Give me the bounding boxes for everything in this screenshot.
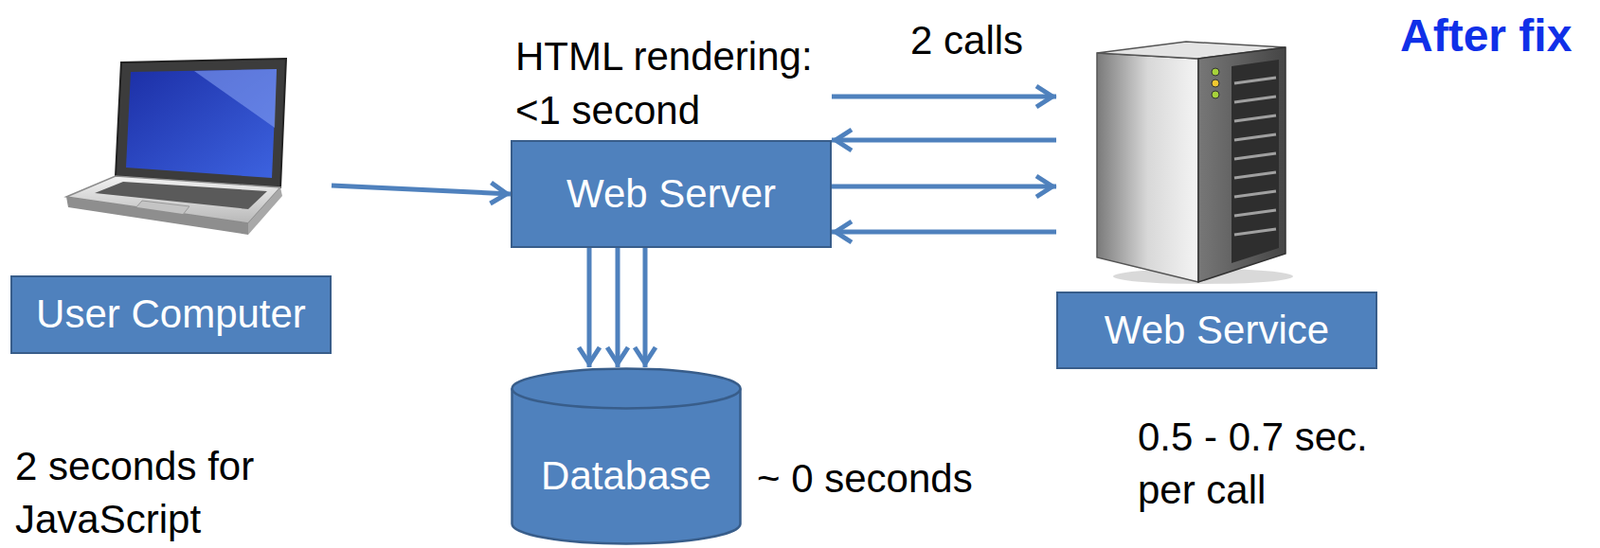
node-label: User Computer [35, 290, 306, 339]
calls-note: 2 calls [910, 13, 1024, 69]
call-arrow [831, 184, 1057, 190]
call-arrow [643, 248, 648, 368]
server-icon [1096, 41, 1294, 285]
server-box: Web Server [510, 140, 832, 249]
call-arrow [587, 248, 593, 368]
node-heading: HTML rendering: <1 second [510, 29, 832, 138]
node-label: Web Server [566, 170, 776, 218]
service-box: Web Service [1056, 291, 1378, 370]
database-cylinder: Database [510, 367, 742, 546]
database-timing-note: ~ 0 seconds [756, 451, 973, 507]
node-label: Database [540, 452, 712, 501]
cylinder-body-shape [512, 369, 741, 545]
service-node: Web Service [1056, 38, 1378, 370]
status-title: After fix [1400, 8, 1572, 64]
client-timing-note: 2 seconds for JavaScript [15, 440, 281, 547]
client-node: User Computer [10, 56, 332, 355]
call-arrow [831, 138, 1057, 144]
node-label: Web Service [1104, 306, 1330, 355]
call-arrow [615, 248, 621, 368]
server-node: HTML rendering: <1 secondWeb Server [510, 29, 832, 249]
call-arrow [831, 94, 1057, 100]
service-timing-note: 0.5 - 0.7 sec. per call [1137, 411, 1413, 518]
laptop-icon [66, 58, 287, 235]
cylinder-body: Database [510, 367, 742, 546]
call-arrow [331, 185, 511, 195]
cylinder-rim [512, 389, 741, 410]
client-box: User Computer [10, 275, 332, 355]
call-arrow [831, 230, 1057, 235]
